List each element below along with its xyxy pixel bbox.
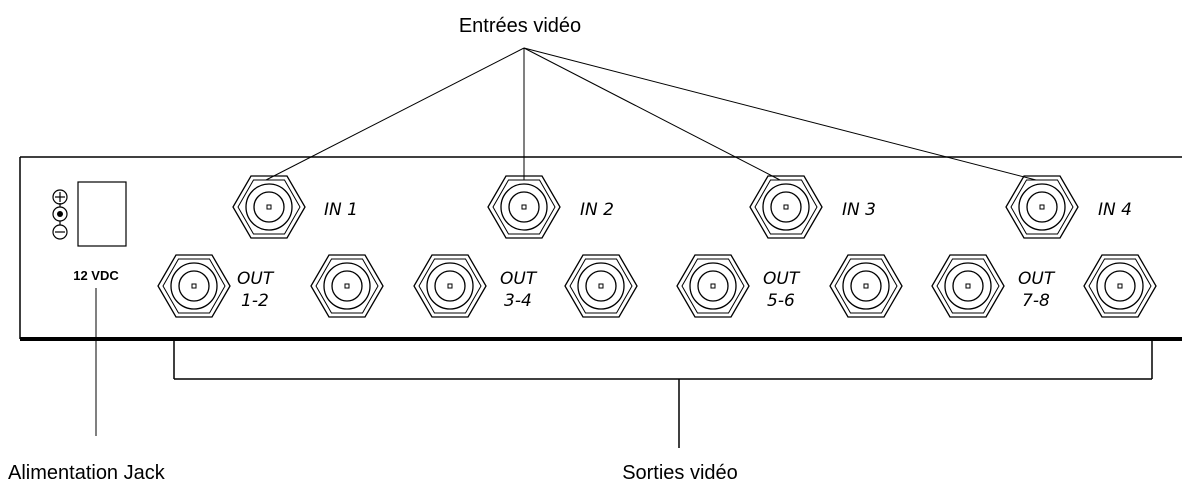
output-group-2-top: OUT — [500, 269, 538, 289]
output-group-3-top: OUT — [763, 269, 801, 289]
output-group-4-top: OUT — [1018, 269, 1056, 289]
bnc-out6-icon — [829, 254, 903, 318]
video-outputs-callout: Sorties vidéo — [622, 462, 738, 484]
bnc-out3-icon — [413, 254, 487, 318]
input-connectors: IN 1 IN 2 IN 3 IN 4 — [232, 175, 1132, 239]
output-group-1-top: OUT — [237, 269, 275, 289]
output-group-1-bottom: 1-2 — [241, 291, 269, 311]
input-label-4: IN 4 — [1098, 200, 1132, 220]
bnc-out2-icon — [310, 254, 384, 318]
bnc-in1-icon — [232, 175, 306, 239]
power-voltage-label: 12 VDC — [73, 268, 119, 283]
input-label-3: IN 3 — [842, 200, 876, 220]
bnc-out7-icon — [931, 254, 1005, 318]
output-group-3-bottom: 5-6 — [767, 291, 795, 311]
power-jack-callout: Alimentation Jack — [8, 462, 166, 484]
leader-line-in4 — [523, 47, 1037, 181]
power-socket — [77, 181, 127, 247]
output-group-4-bottom: 7-8 — [1022, 291, 1050, 311]
bnc-in2-icon — [487, 175, 561, 239]
bnc-out8-icon — [1083, 254, 1157, 318]
bnc-out1-icon — [157, 254, 231, 318]
input-leader-lines — [265, 47, 1037, 181]
power-jack: 12 VDC — [52, 181, 127, 283]
video-inputs-callout: Entrées vidéo — [459, 15, 581, 37]
output-group-2-bottom: 3-4 — [504, 291, 532, 311]
bnc-in4-icon — [1005, 175, 1079, 239]
bnc-out5-icon — [676, 254, 750, 318]
leader-line-in1 — [265, 47, 525, 181]
bnc-in3-icon — [749, 175, 823, 239]
outputs-bracket — [173, 338, 1153, 448]
rear-panel — [19, 156, 1182, 341]
input-label-2: IN 2 — [580, 200, 614, 220]
output-connectors: OUT 1-2 OUT 3-4 OUT 5-6 OUT 7-8 — [157, 254, 1157, 318]
bnc-out4-icon — [564, 254, 638, 318]
leader-line-in3 — [523, 47, 781, 181]
input-label-1: IN 1 — [324, 200, 358, 220]
